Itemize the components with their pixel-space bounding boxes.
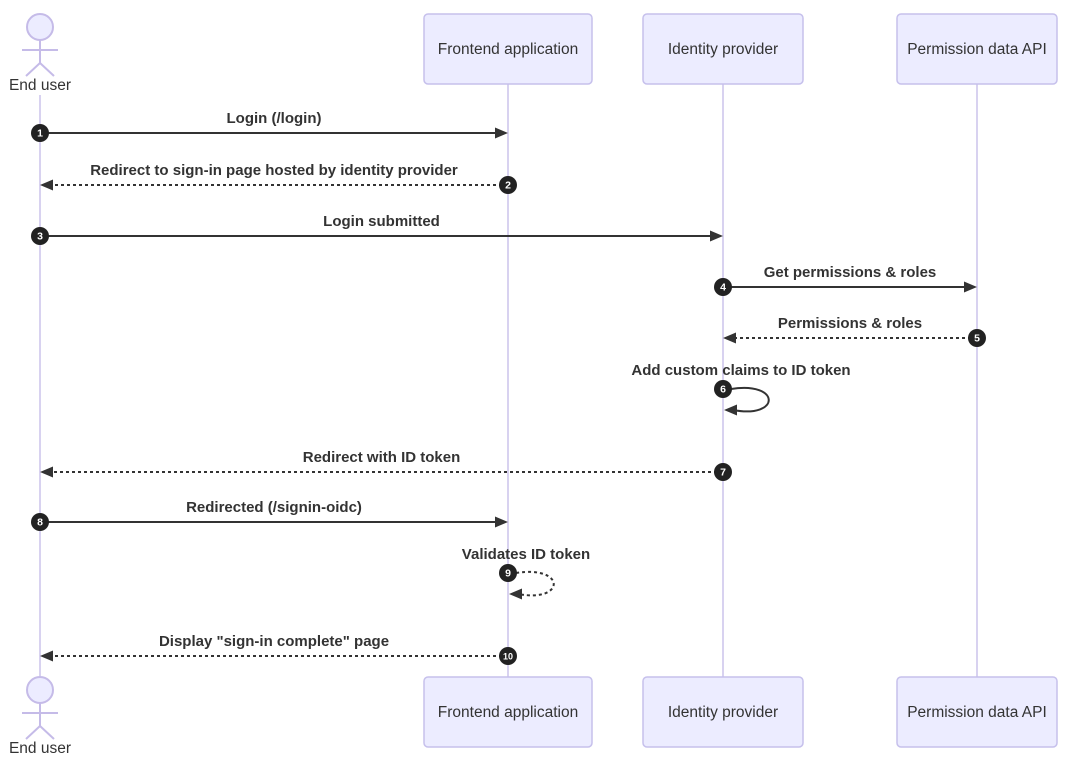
message-label-5: Permissions & roles (778, 315, 922, 332)
sequence-number-badge-1 (31, 124, 49, 142)
sequence-number-badge-10 (499, 647, 517, 665)
sequence-number-badge-4 (714, 278, 732, 296)
message-arrowhead-icon (495, 127, 508, 139)
participant-box-frontend-top (423, 13, 593, 85)
participant-label-permapi-bottom: Permission data API (907, 704, 1047, 721)
sequence-number-badge-7 (714, 463, 732, 481)
message-arrowhead-icon (40, 466, 53, 478)
sequence-number-badge-3 (31, 227, 49, 245)
participant-box-idp-bottom (642, 676, 804, 748)
participant-box-permapi-bottom (896, 676, 1058, 748)
participant-label-permapi-top: Permission data API (907, 41, 1047, 58)
actor-head-top-icon (26, 13, 54, 41)
message-label-7: Redirect with ID token (303, 449, 461, 466)
sequence-number-3: 3 (37, 231, 43, 243)
message-arrowhead-icon (509, 588, 522, 600)
participant-label-idp-top: Identity provider (668, 41, 778, 58)
message-label-2: Redirect to sign-in page hosted by ident… (90, 162, 458, 179)
sequence-number-4: 4 (720, 282, 726, 294)
sequence-number-badge-6 (714, 380, 732, 398)
sequence-number-2: 2 (505, 180, 511, 192)
actor-leg-right-top-icon (39, 62, 55, 77)
participant-box-idp-top (642, 13, 804, 85)
actor-label-end_user-bottom: End user (9, 740, 71, 757)
message-label-8: Redirected (/signin-oidc) (186, 499, 362, 516)
sequence-number-badge-2 (499, 176, 517, 194)
message-self-loop-9 (515, 570, 555, 597)
message-arrowhead-icon (40, 179, 53, 191)
sequence-number-7: 7 (720, 467, 726, 479)
message-self-loop-6 (730, 386, 770, 413)
sequence-number-badge-9 (499, 564, 517, 582)
sequence-number-6: 6 (720, 384, 726, 396)
participant-label-frontend-bottom: Frontend application (438, 704, 578, 721)
participant-box-permapi-top (896, 13, 1058, 85)
message-arrowhead-icon (724, 404, 737, 416)
actor-label-end_user-top: End user (9, 77, 71, 94)
sequence-number-10: 10 (503, 652, 513, 662)
message-label-4: Get permissions & roles (764, 264, 937, 281)
message-label-9: Validates ID token (462, 546, 590, 563)
sequence-number-badge-5 (968, 329, 986, 347)
message-label-3: Login submitted (323, 213, 440, 230)
sequence-number-9: 9 (505, 568, 511, 580)
message-arrowhead-icon (723, 332, 736, 344)
actor-leg-left-top-icon (25, 62, 41, 77)
message-label-6: Add custom claims to ID token (631, 362, 850, 379)
message-arrowhead-icon (964, 281, 977, 293)
message-label-1: Login (/login) (227, 110, 322, 127)
sequence-number-8: 8 (37, 517, 43, 529)
sequence-number-badge-8 (31, 513, 49, 531)
actor-leg-right-bottom-icon (39, 725, 55, 740)
participant-label-frontend-top: Frontend application (438, 41, 578, 58)
sequence-number-1: 1 (37, 128, 43, 140)
message-arrowhead-icon (40, 650, 53, 662)
participant-label-idp-bottom: Identity provider (668, 704, 778, 721)
sequence-number-5: 5 (974, 333, 980, 345)
actor-head-bottom-icon (26, 676, 54, 704)
message-label-10: Display "sign-in complete" page (159, 633, 389, 650)
actor-leg-left-bottom-icon (25, 725, 41, 740)
message-arrowhead-icon (495, 516, 508, 528)
message-arrowhead-icon (710, 230, 723, 242)
participant-box-frontend-bottom (423, 676, 593, 748)
